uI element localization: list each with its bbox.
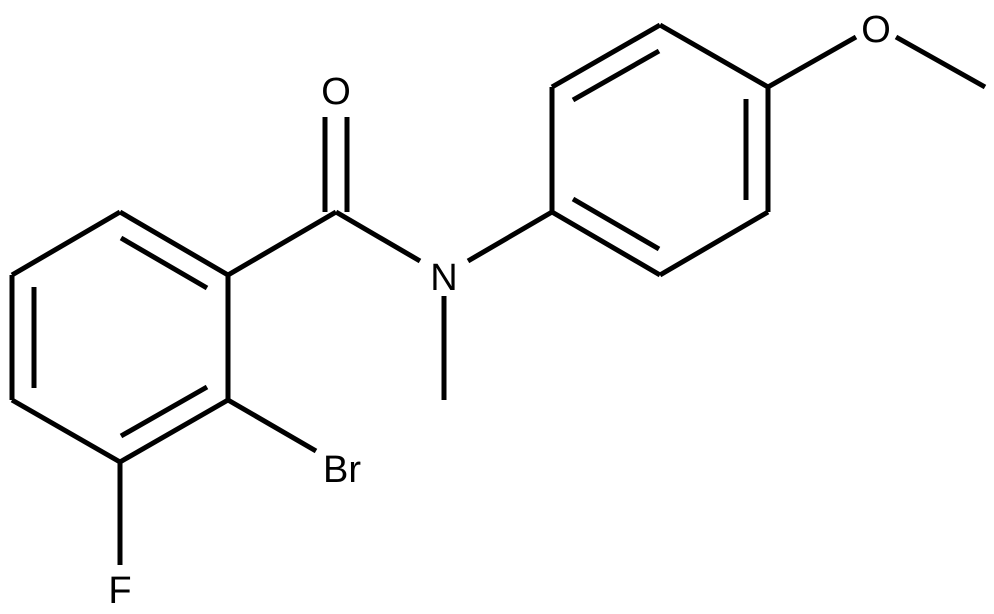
bond-ring-right-c6-c1 (550, 209, 662, 278)
bond-ring-left-top (118, 209, 230, 278)
atom-label-fluorine: F (108, 570, 131, 612)
bond-ring-left-c2-c3 (118, 397, 230, 465)
bond-ring-left-c2-c3-inner (119, 384, 209, 439)
bond-ring-right-c2-c3 (550, 22, 662, 90)
atom-label-nitrogen: N (430, 257, 457, 299)
bond-ring-right-c2-c3-inner (571, 48, 661, 103)
bond-ring-left-c5-c6 (10, 209, 122, 278)
bond-ring-right-c5-c6 (658, 209, 770, 278)
bond-ring-left-top-inner (119, 235, 209, 291)
atom-label-methoxy-oxygen: O (861, 9, 891, 51)
atom-label-bromine: Br (323, 449, 361, 491)
bond-ring-left-c3-c4 (10, 397, 122, 465)
benzene-ring-left (9, 209, 231, 465)
benzene-ring-right (549, 22, 771, 278)
bond-ring-right-c3-c4 (658, 22, 770, 90)
bond-n-aryl (466, 209, 554, 264)
bond-ring-carbonyl (226, 209, 338, 278)
bond-c-br (226, 397, 318, 454)
bond-o-methyl (894, 34, 987, 90)
bond-ring-right-c6-c1-inner (571, 196, 661, 252)
atom-label-carbonyl-oxygen: O (321, 71, 351, 113)
bond-carbonyl-n (334, 209, 422, 264)
bond-ring-o-methoxy (766, 34, 858, 90)
